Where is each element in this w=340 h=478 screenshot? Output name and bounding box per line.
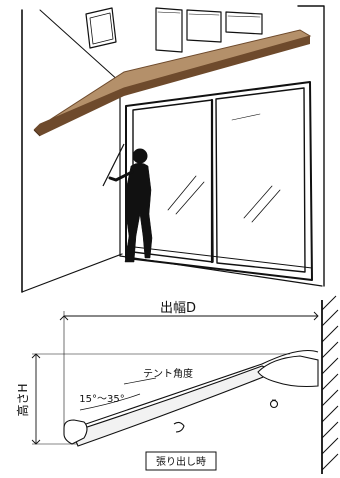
person-silhouette — [102, 143, 153, 263]
person-arm — [108, 170, 134, 182]
front-bar — [63, 419, 88, 445]
awning-arm — [79, 349, 319, 427]
wall-hatch — [321, 295, 339, 474]
awning-section — [63, 349, 319, 447]
person-head — [132, 148, 148, 164]
upper-windows — [85, 7, 263, 53]
angle-range-label: 15°〜35° — [79, 394, 124, 405]
crank-handle — [102, 143, 125, 187]
depth-label: 出幅D — [160, 301, 196, 316]
dimension-lines — [31, 311, 319, 445]
right-wall-edge — [297, 5, 325, 287]
angle-arc — [79, 393, 141, 411]
angle-leader-line — [123, 377, 157, 385]
state-label: 張り出し時 — [156, 455, 206, 468]
height-label: 高さH — [15, 383, 30, 416]
person-body — [124, 162, 153, 263]
floor-edge — [21, 253, 123, 293]
state-label-box: 張り出し時 — [145, 451, 217, 471]
bracket-hook — [173, 421, 185, 433]
awning-canopy — [33, 29, 312, 137]
technical-diagram: 出幅D テント角度 15°〜35° 高さH 張り出し時 — [15, 295, 339, 474]
cassette-bolt — [269, 399, 279, 409]
sliding-door — [125, 81, 313, 281]
awning-front-edge — [34, 36, 310, 136]
angle-label: テント角度 — [143, 367, 193, 380]
awning-cassette — [257, 355, 319, 388]
ceiling-edge — [39, 9, 121, 83]
